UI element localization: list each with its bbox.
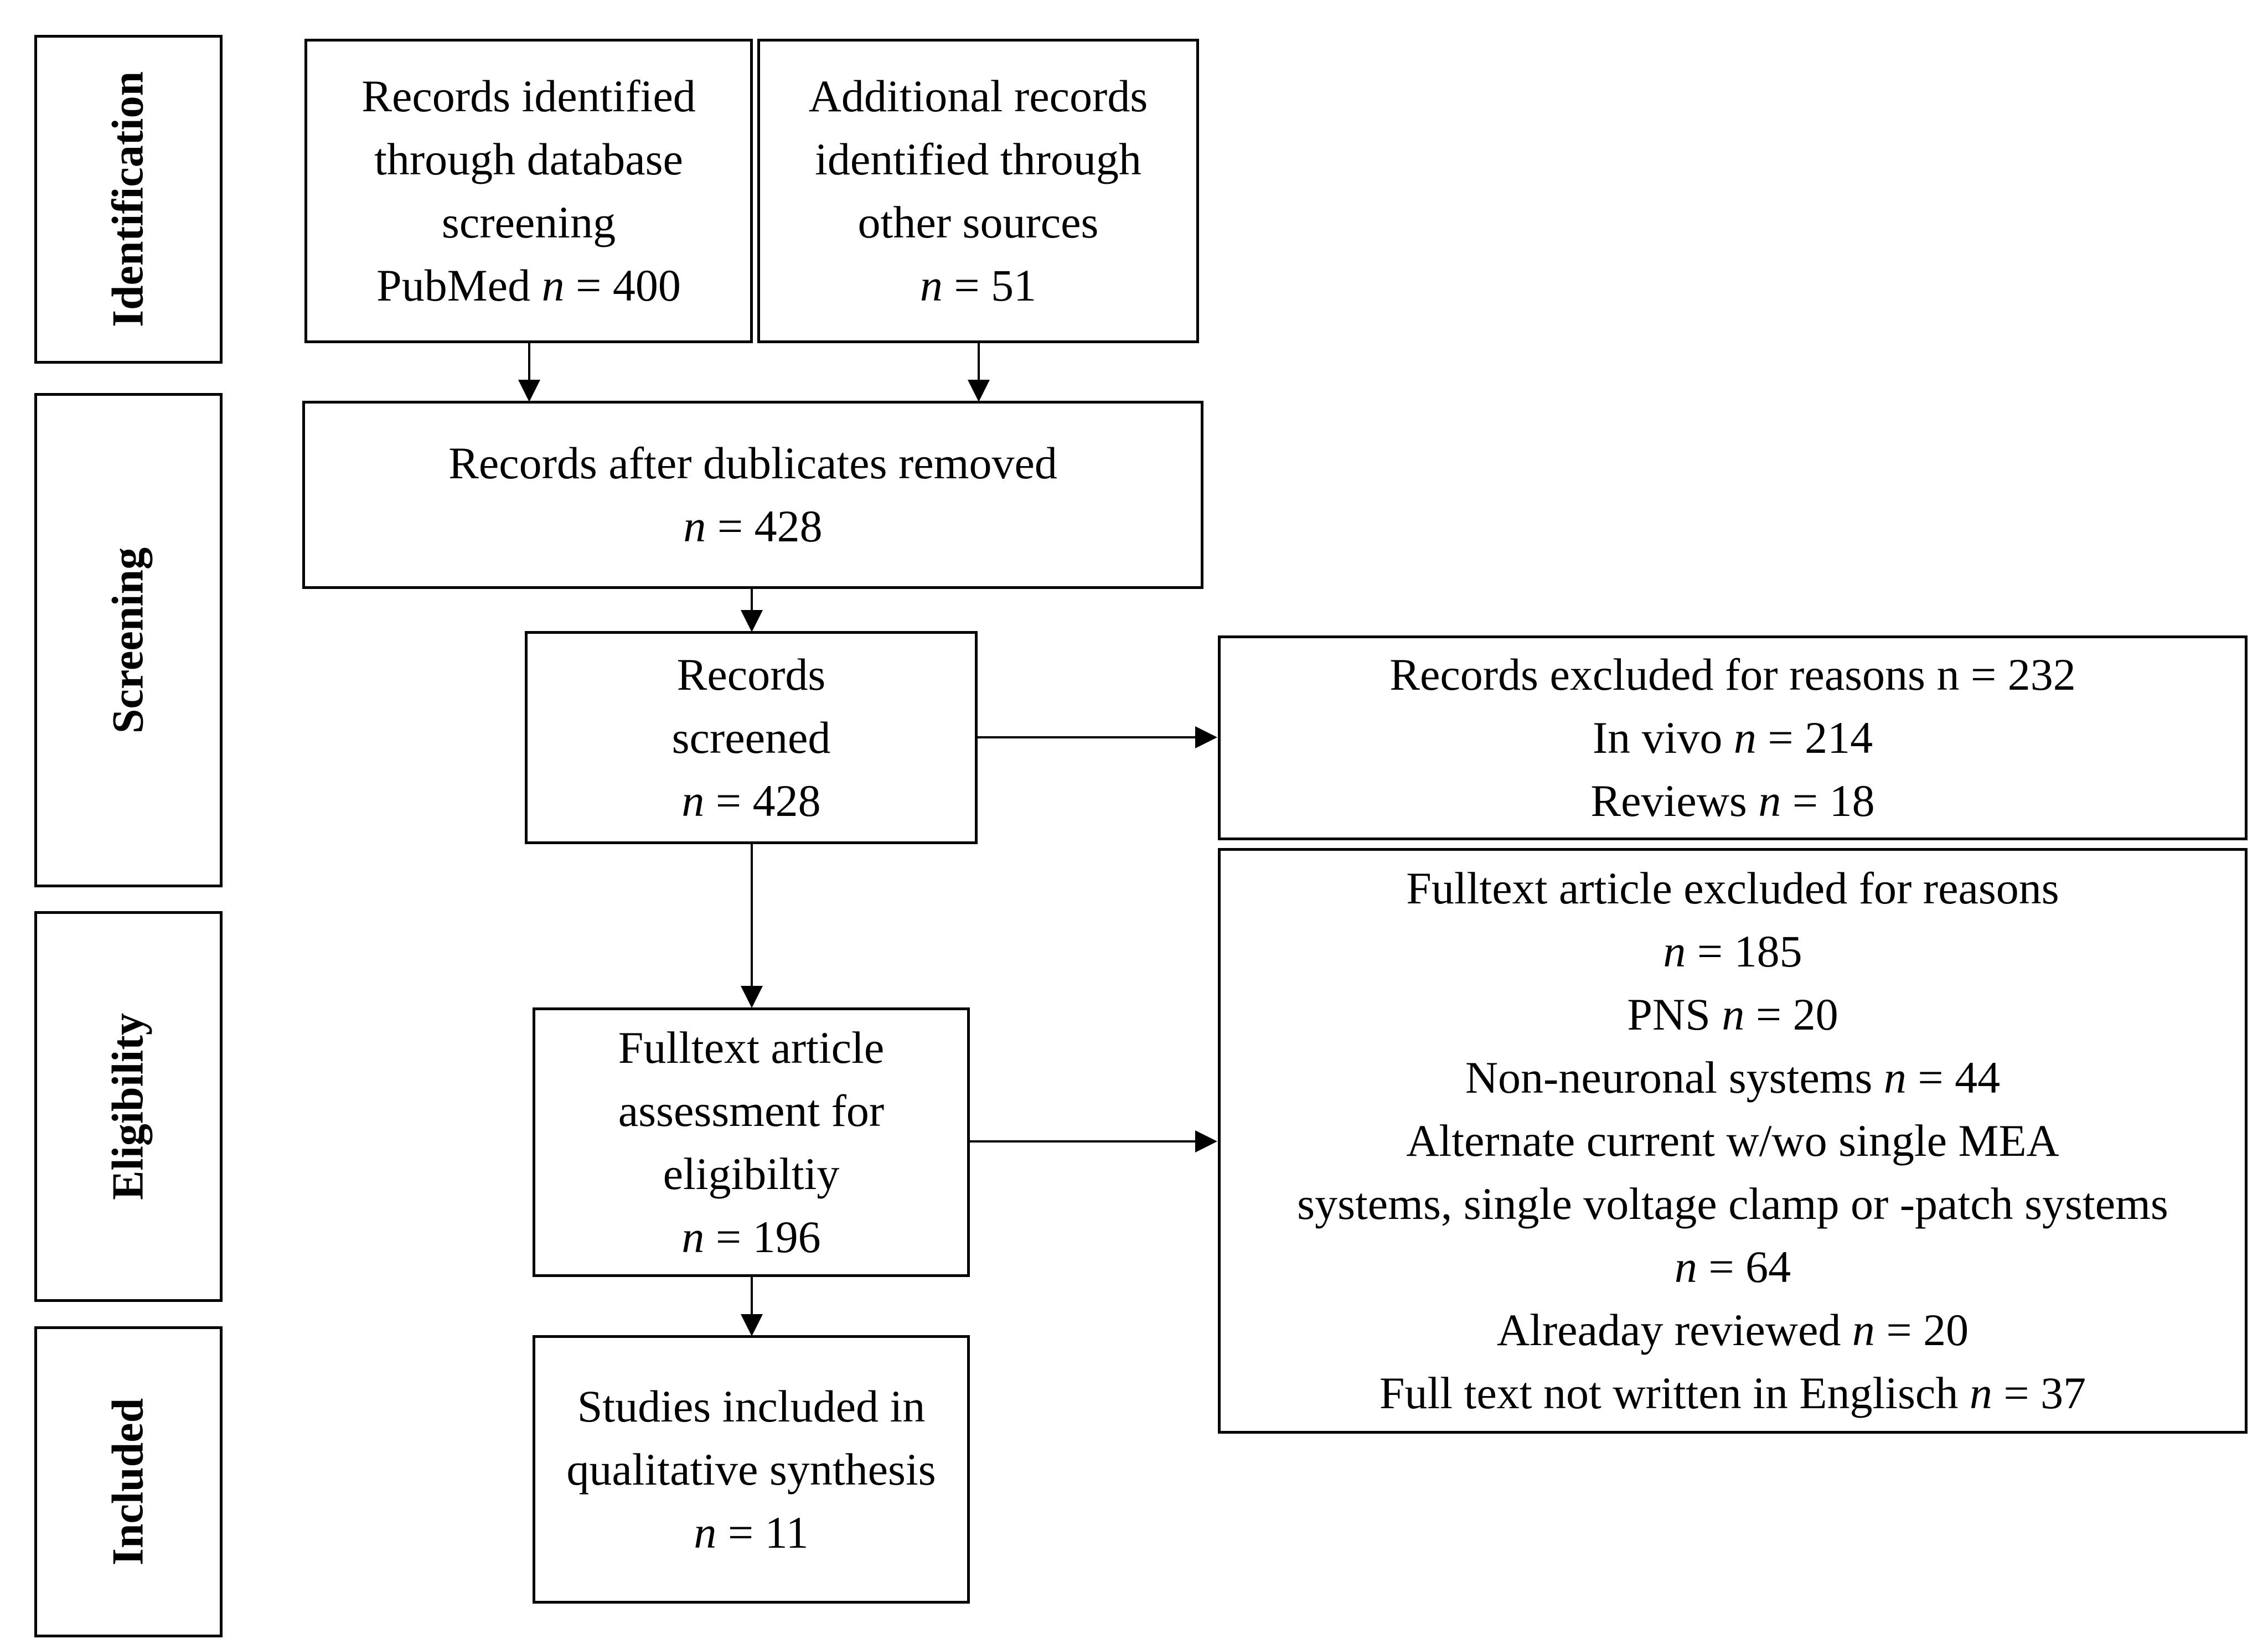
in-vivo-n-symbol: n bbox=[1733, 712, 1756, 763]
fulltext-excluded-english: Full text not written in Englisch n = 37 bbox=[1380, 1362, 2086, 1425]
stage-screening: Screening bbox=[34, 393, 223, 887]
english-value: = 37 bbox=[2003, 1368, 2086, 1418]
other-count-value: = 51 bbox=[954, 260, 1037, 311]
database-n-symbol: n bbox=[541, 260, 565, 311]
screened-count: n = 428 bbox=[681, 769, 820, 833]
database-line-1: Records identified bbox=[361, 71, 696, 121]
database-count-prefix: PubMed bbox=[376, 260, 531, 311]
database-line-2: through database bbox=[374, 134, 683, 184]
alternate-line-1: Alternate current w/wo single MEA bbox=[1406, 1115, 2059, 1166]
assessment-count: n = 196 bbox=[681, 1206, 820, 1269]
pns-label: PNS bbox=[1627, 989, 1711, 1040]
fulltext-assessment-box: Fulltext article assessment for eligibil… bbox=[533, 1007, 970, 1277]
duplicates-count: n = 428 bbox=[683, 495, 822, 558]
nonneuronal-value: = 44 bbox=[1918, 1052, 2001, 1103]
included-n-symbol: n bbox=[694, 1507, 717, 1558]
nonneuronal-n-symbol: n bbox=[1883, 1052, 1907, 1103]
fulltext-excluded-nonneuronal: Non-neuronal systems n = 44 bbox=[1465, 1046, 2000, 1109]
assessment-n-symbol: n bbox=[681, 1211, 705, 1262]
in-vivo-label: In vivo bbox=[1592, 712, 1723, 763]
alternate-line-2: systems, single voltage clamp or -patch … bbox=[1297, 1178, 2168, 1229]
database-line-3: screening bbox=[441, 197, 616, 247]
nonneuronal-label: Non-neuronal systems bbox=[1465, 1052, 1873, 1103]
fulltext-excluded-pns: PNS n = 20 bbox=[1627, 983, 1838, 1046]
included-count: n = 11 bbox=[694, 1501, 808, 1564]
english-n-symbol: n bbox=[1969, 1368, 1992, 1418]
fulltext-excluded-total-value: = 185 bbox=[1697, 926, 1802, 976]
assessment-line-3: eligibiltiy bbox=[663, 1148, 840, 1199]
reviewed-n-symbol: n bbox=[1852, 1305, 1875, 1355]
other-line-1: Additional records bbox=[808, 71, 1148, 121]
included-line-2: qualitative synthesis bbox=[566, 1444, 936, 1495]
reviews-value: = 18 bbox=[1792, 776, 1875, 826]
other-count: n = 51 bbox=[920, 254, 1036, 317]
reviews-n-symbol: n bbox=[1758, 776, 1781, 826]
duplicates-count-value: = 428 bbox=[717, 501, 823, 551]
duplicates-line-1: Records after dublicates removed bbox=[448, 438, 1057, 488]
pns-n-symbol: n bbox=[1722, 989, 1745, 1040]
screened-line-1: Records bbox=[676, 649, 826, 700]
records-screened-box: Records screened n = 428 bbox=[525, 631, 978, 844]
included-count-value: = 11 bbox=[727, 1507, 809, 1558]
fulltext-excluded-total-n: n bbox=[1663, 926, 1686, 976]
screened-line-2: screened bbox=[671, 712, 831, 763]
screened-count-value: = 428 bbox=[715, 775, 821, 826]
database-count-value: = 400 bbox=[576, 260, 681, 311]
studies-included-box: Studies included in qualitative synthesi… bbox=[533, 1335, 970, 1604]
screened-n-symbol: n bbox=[681, 775, 705, 826]
included-line-1: Studies included in bbox=[577, 1381, 926, 1431]
excluded-reviews: Reviews n = 18 bbox=[1590, 769, 1874, 833]
fulltext-excluded-title: Fulltext article excluded for reasons bbox=[1406, 863, 2059, 913]
stage-identification: Identification bbox=[34, 35, 223, 364]
alternate-n-symbol: n bbox=[1674, 1242, 1697, 1292]
other-n-symbol: n bbox=[919, 260, 943, 311]
reviewed-value: = 20 bbox=[1886, 1305, 1969, 1355]
fulltext-excluded-reviewed: Alreaday reviewed n = 20 bbox=[1497, 1299, 1969, 1362]
alternate-value: = 64 bbox=[1708, 1242, 1791, 1292]
additional-records-box: Additional records identified through ot… bbox=[757, 39, 1199, 343]
assessment-line-2: assessment for bbox=[618, 1085, 885, 1136]
database-count: PubMed n = 400 bbox=[376, 254, 681, 317]
stage-included: Included bbox=[34, 1326, 223, 1637]
records-after-duplicates-box: Records after dublicates removed n = 428 bbox=[302, 401, 1203, 589]
english-label: Full text not written in Englisch bbox=[1379, 1368, 1959, 1418]
other-line-3: other sources bbox=[857, 197, 1099, 247]
stage-eligibility: Eligibility bbox=[34, 911, 223, 1302]
assessment-count-value: = 196 bbox=[715, 1211, 821, 1262]
records-excluded-box: Records excluded for reasons n = 232 In … bbox=[1218, 635, 2248, 840]
other-line-2: identified through bbox=[815, 134, 1141, 184]
fulltext-excluded-box: Fulltext article excluded for reasons n … bbox=[1218, 848, 2248, 1434]
assessment-line-1: Fulltext article bbox=[618, 1022, 885, 1073]
excluded-in-vivo: In vivo n = 214 bbox=[1593, 706, 1873, 769]
alternate-count: n = 64 bbox=[1675, 1236, 1791, 1299]
pns-value: = 20 bbox=[1755, 989, 1838, 1040]
duplicates-n-symbol: n bbox=[683, 501, 706, 551]
reviewed-label: Alreaday reviewed bbox=[1496, 1305, 1841, 1355]
records-identified-database-box: Records identified through database scre… bbox=[304, 39, 753, 343]
in-vivo-value: = 214 bbox=[1768, 712, 1873, 763]
excluded-line-1: Records excluded for reasons n = 232 bbox=[1389, 649, 2076, 700]
fulltext-excluded-total: n = 185 bbox=[1663, 920, 1802, 983]
reviews-label: Reviews bbox=[1590, 776, 1747, 826]
